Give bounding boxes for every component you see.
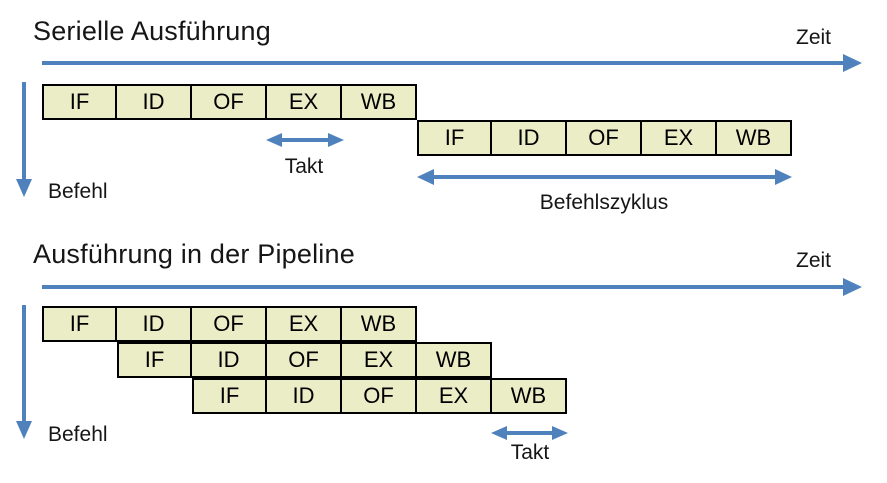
stage-cell-of: OF bbox=[342, 378, 417, 414]
pipeline-takt-label: Takt bbox=[510, 441, 550, 464]
stage-cell-ex: EX bbox=[642, 120, 717, 156]
stage-cell-of: OF bbox=[192, 306, 267, 342]
stage-cell-if: IF bbox=[42, 84, 117, 120]
serial-time-label: Zeit bbox=[796, 26, 832, 49]
pipeline-row-2: IF ID OF EX WB bbox=[117, 342, 492, 378]
stage-cell-wb: WB bbox=[717, 120, 792, 156]
stage-cell-wb: WB bbox=[417, 342, 492, 378]
serial-instruction-label: Befehl bbox=[48, 180, 108, 203]
stage-cell-of: OF bbox=[567, 120, 642, 156]
stage-cell-id: ID bbox=[267, 378, 342, 414]
pipeline-instruction-arrow bbox=[16, 305, 32, 439]
pipeline-time-label: Zeit bbox=[796, 249, 832, 272]
pipeline-row-1: IF ID OF EX WB bbox=[42, 306, 417, 342]
pipeline-takt-arrow bbox=[491, 426, 568, 440]
stage-cell-wb: WB bbox=[492, 378, 567, 414]
serial-takt-arrow bbox=[266, 133, 344, 147]
stage-cell-ex: EX bbox=[267, 84, 342, 120]
serial-takt-label: Takt bbox=[284, 155, 324, 178]
serial-section-title: Serielle Ausführung bbox=[33, 16, 271, 46]
stage-cell-ex: EX bbox=[417, 378, 492, 414]
stage-cell-of: OF bbox=[192, 84, 267, 120]
serial-row-1: IF ID OF EX WB bbox=[42, 84, 417, 120]
stage-cell-of: OF bbox=[267, 342, 342, 378]
stage-cell-if: IF bbox=[417, 120, 492, 156]
pipeline-instruction-label: Befehl bbox=[48, 423, 108, 446]
stage-cell-ex: EX bbox=[267, 306, 342, 342]
stage-cell-ex: EX bbox=[342, 342, 417, 378]
stage-cell-id: ID bbox=[117, 306, 192, 342]
pipeline-row-3: IF ID OF EX WB bbox=[192, 378, 567, 414]
befehlszyklus-label: Befehlszyklus bbox=[539, 191, 669, 214]
stage-cell-id: ID bbox=[192, 342, 267, 378]
stage-cell-wb: WB bbox=[342, 306, 417, 342]
stage-cell-id: ID bbox=[492, 120, 567, 156]
serial-instruction-arrow bbox=[16, 82, 32, 197]
pipeline-time-arrow bbox=[42, 278, 862, 296]
stage-cell-if: IF bbox=[192, 378, 267, 414]
befehlszyklus-arrow bbox=[417, 169, 792, 185]
stage-cell-if: IF bbox=[42, 306, 117, 342]
stage-cell-if: IF bbox=[117, 342, 192, 378]
stage-cell-id: ID bbox=[117, 84, 192, 120]
serial-row-2: IF ID OF EX WB bbox=[417, 120, 792, 156]
stage-cell-wb: WB bbox=[342, 84, 417, 120]
pipeline-section-title: Ausführung in der Pipeline bbox=[33, 239, 355, 269]
serial-time-arrow bbox=[42, 54, 862, 72]
